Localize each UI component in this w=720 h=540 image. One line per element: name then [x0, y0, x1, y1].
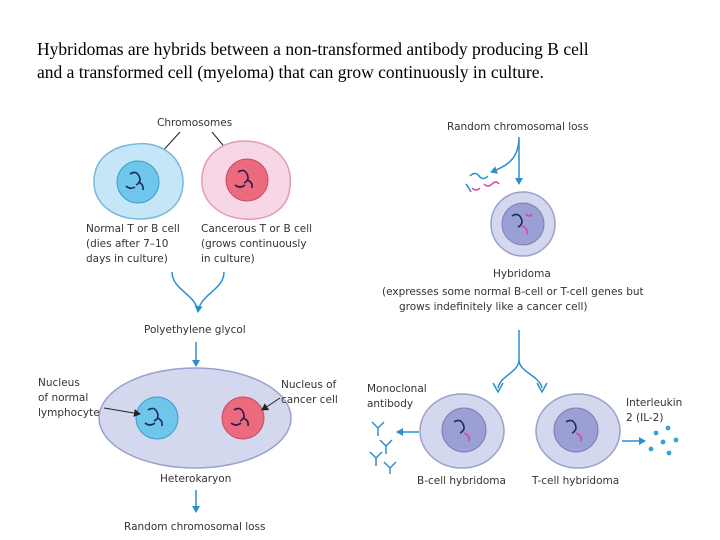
cancer-cell-label-2: (grows continuously	[201, 238, 307, 250]
loss-curve-arrow	[490, 136, 520, 174]
b-cell-hybridoma	[419, 393, 505, 469]
cancer-cell-label-1: Cancerous T or B cell	[201, 223, 312, 235]
caption-line-1: Hybridomas are hybrids between a non-tra…	[37, 39, 589, 59]
heterokaryon-label: Heterokaryon	[160, 473, 231, 485]
chromosomes-label: Chromosomes	[157, 117, 232, 129]
t-cell-hybridoma	[535, 393, 621, 469]
heterokaryon-cell	[98, 367, 292, 469]
nucleus-normal-label-3: lymphocyte	[38, 407, 100, 419]
chromosome-icon	[521, 213, 533, 235]
nucleus-normal-label-1: Nucleus	[38, 377, 80, 389]
chromosome-icon	[575, 432, 582, 442]
chromosome-icon	[125, 171, 144, 191]
interleukin-dots-icon	[648, 425, 679, 456]
nucleus-cancer-label-2: cancer cell	[281, 394, 338, 406]
caption-line-2: and a transformed cell (myeloma) that ca…	[37, 62, 544, 82]
normal-cell	[93, 143, 184, 220]
antibody-label-1: Monoclonal	[367, 383, 427, 395]
peg-label: Polyethylene glycol	[144, 324, 246, 336]
nucleus-normal-label-2: of normal	[38, 392, 88, 404]
random-loss-top-label: Random chromosomal loss	[447, 121, 589, 133]
chromosome-icon	[230, 407, 249, 427]
b-hybridoma-label: B-cell hybridoma	[417, 475, 506, 487]
lost-chromosomes	[465, 172, 500, 193]
normal-cell-label-2: (dies after 7–10	[86, 238, 168, 250]
pointer-normal-nucleus	[103, 407, 141, 417]
normal-cell-label-1: Normal T or B cell	[86, 223, 180, 235]
hybridoma-label-1: Hybridoma	[493, 268, 551, 280]
antibody-label-2: antibody	[367, 398, 413, 410]
normal-cell-label-3: days in culture)	[86, 253, 168, 265]
split-arrow-tip-right	[536, 382, 548, 394]
hybridoma-cell	[490, 191, 556, 257]
t-hybridoma-label: T-cell hybridoma	[531, 475, 619, 487]
chromosome-icon	[144, 407, 163, 427]
pointer-cancer-nucleus	[261, 397, 281, 411]
hybridoma-label-2: (expresses some normal B-cell or T-cell …	[382, 286, 644, 298]
interleukin-label-1: Interleukin	[626, 397, 682, 409]
nucleus-cancer-label-1: Nucleus of	[281, 379, 337, 391]
cancer-cell	[201, 140, 292, 220]
interleukin-label-2: 2 (IL-2)	[626, 412, 663, 424]
slide-caption: Hybridomas are hybrids between a non-tra…	[37, 38, 707, 84]
chromosome-icon	[511, 213, 523, 228]
random-loss-bottom-label: Random chromosomal loss	[124, 521, 266, 533]
hybridoma-label-3: grows indefinitely like a cancer cell)	[399, 301, 588, 313]
chromosome-icon	[463, 432, 470, 442]
merge-arrow	[171, 271, 225, 312]
split-arrow	[497, 330, 543, 389]
cancer-cell-label-3: in culture)	[201, 253, 255, 265]
split-arrow-tip-left	[492, 382, 504, 394]
antibody-icon	[369, 421, 397, 474]
chromosome-icon	[453, 419, 465, 434]
chromosome-icon	[234, 169, 253, 189]
chromosome-icon	[565, 419, 577, 434]
